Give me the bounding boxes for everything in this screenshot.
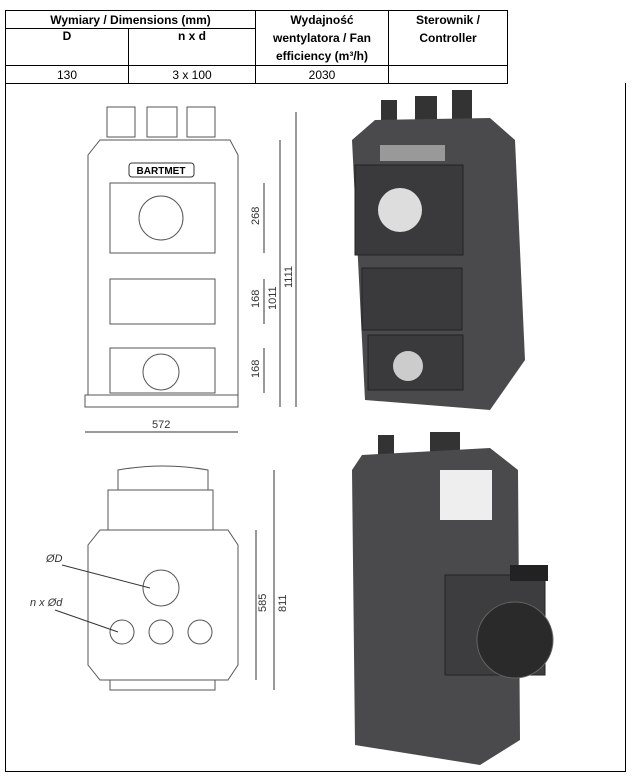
dim-572: 572 (152, 419, 170, 431)
cell-controller (388, 65, 508, 84)
dim-1111: 1111 (283, 266, 295, 288)
specs-table: Wymiary / Dimensions (mm) Wydajność went… (5, 9, 508, 84)
label-diameter-d: ØD (45, 553, 63, 565)
header-nxd: n x d (128, 28, 256, 66)
label-n-diameter-d: n x Ød (30, 597, 63, 609)
header-d: D (5, 28, 129, 66)
top-view-drawing (54, 465, 275, 691)
boiler-photo-back (352, 432, 554, 765)
dim-1011: 1011 (267, 286, 279, 310)
front-view-drawing (84, 106, 239, 408)
boiler-photo-front (352, 90, 525, 410)
dim-585: 585 (257, 594, 269, 612)
dim-168-b: 168 (250, 360, 262, 378)
cell-nxd: 3 x 100 (128, 65, 256, 84)
cell-d: 130 (5, 65, 129, 84)
header-dimensions: Wymiary / Dimensions (mm) (5, 9, 256, 30)
brand-label: BARTMET (137, 166, 186, 177)
dim-811: 811 (277, 594, 289, 612)
header-controller: Sterownik / Controller (388, 10, 508, 66)
cell-fan: 2030 (255, 65, 389, 84)
dim-168-a: 168 (250, 290, 262, 308)
brand-plate (128, 162, 195, 178)
image-frame (5, 83, 626, 772)
dim-268: 268 (250, 207, 262, 225)
